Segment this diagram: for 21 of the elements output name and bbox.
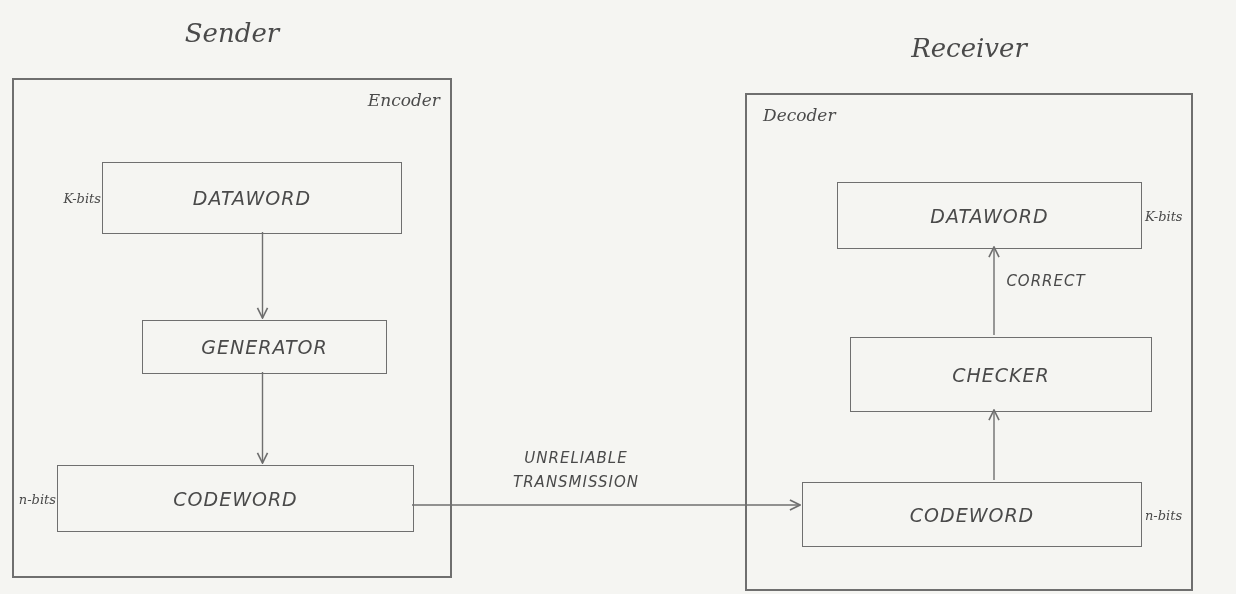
bit-size-label: n-bits bbox=[18, 491, 56, 506]
box-label: GENERATOR bbox=[201, 336, 328, 358]
process-box bbox=[850, 337, 1152, 412]
bit-size-label: K-bits bbox=[63, 190, 101, 206]
heading: Receiver bbox=[910, 33, 1029, 63]
box-label: DATAWORD bbox=[192, 187, 312, 209]
arrow bbox=[988, 246, 1000, 336]
arrow bbox=[988, 409, 1000, 481]
bit-size-label: n-bits bbox=[1145, 507, 1183, 522]
box-label: CHECKER bbox=[952, 363, 1050, 386]
box-title: Encoder bbox=[367, 90, 440, 110]
bit-size-label: K-bits bbox=[1145, 208, 1183, 223]
heading: Sender bbox=[183, 18, 282, 48]
box-label: CODEWORD bbox=[909, 503, 1035, 526]
box-label: DATAWORD bbox=[930, 204, 1049, 227]
box-title: Decoder bbox=[763, 105, 836, 125]
box-label: CODEWORD bbox=[173, 487, 298, 510]
arrow bbox=[411, 499, 801, 511]
arrow bbox=[256, 231, 269, 319]
arrow bbox=[256, 371, 269, 464]
process-box bbox=[142, 320, 387, 374]
